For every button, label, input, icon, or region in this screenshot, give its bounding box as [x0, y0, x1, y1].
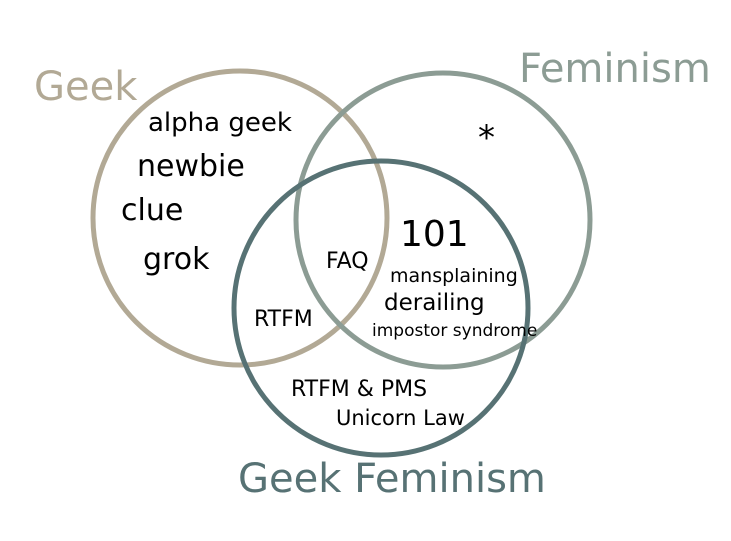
- term-asterisk: *: [478, 118, 495, 158]
- geek-feminism-circle: [231, 158, 531, 458]
- term-mansplaining: mansplaining: [390, 265, 518, 287]
- term-unicorn-law: Unicorn Law: [336, 406, 465, 430]
- term-101: 101: [400, 214, 469, 255]
- term-impostor-syndrome: impostor syndrome: [372, 321, 537, 341]
- term-newbie: newbie: [137, 149, 245, 184]
- feminism-circle: [293, 70, 593, 370]
- term-clue: clue: [121, 193, 183, 228]
- geek-circle: [90, 68, 390, 368]
- feminism-title: Feminism: [519, 46, 711, 92]
- term-rtfm: RTFM: [254, 307, 313, 332]
- term-derailing: derailing: [384, 290, 485, 316]
- term-rtfm-pms: RTFM & PMS: [291, 377, 427, 402]
- term-alpha-geek: alpha geek: [148, 108, 292, 138]
- geek-title: Geek: [34, 64, 138, 110]
- term-grok: grok: [143, 242, 210, 277]
- term-faq: FAQ: [326, 249, 369, 274]
- geek-feminism-title: Geek Feminism: [238, 456, 546, 502]
